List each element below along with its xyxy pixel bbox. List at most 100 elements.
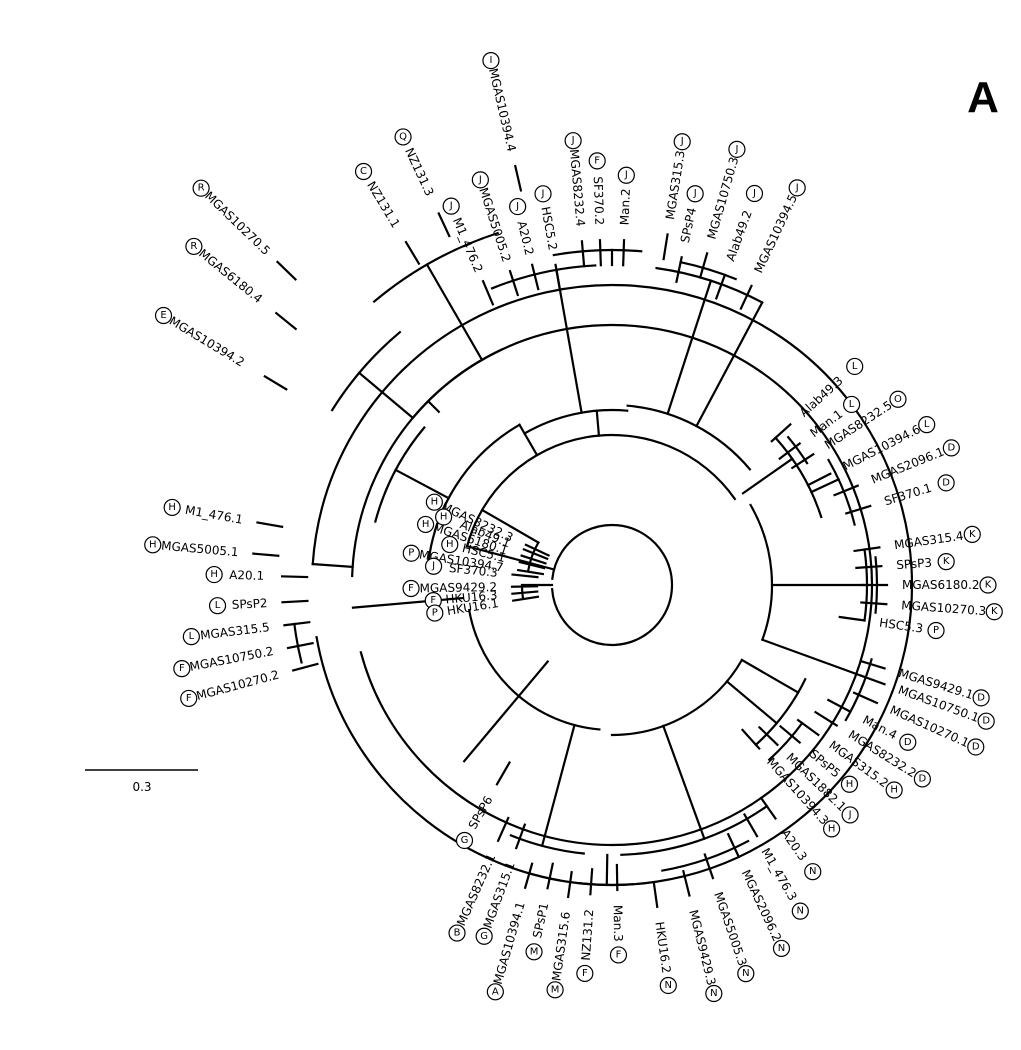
- leaf-label: NZ131.1: [364, 179, 403, 230]
- leaf-label: MGAS5005.3: [711, 890, 749, 968]
- leaf-label: HKU16.2: [652, 921, 673, 975]
- group-letter: F: [186, 693, 192, 704]
- leaf-branch: [404, 240, 421, 266]
- group-letter: G: [480, 931, 488, 942]
- group-marker: [942, 439, 960, 457]
- group-letter: D: [977, 692, 985, 703]
- leaf-label: A20.3: [778, 827, 810, 864]
- group-marker: [673, 133, 691, 151]
- leaf-branch: [598, 239, 602, 267]
- internal-arc-17: [679, 260, 738, 281]
- leaf-label: MGAS10270.3: [901, 598, 987, 618]
- group-letter: K: [943, 556, 950, 567]
- leaf-branch: [508, 269, 520, 297]
- group-letter: F: [408, 583, 414, 594]
- group-marker: [471, 171, 489, 189]
- leaf: MGAS315.6M: [546, 870, 573, 999]
- leaf-branch: [859, 674, 886, 686]
- leaf: MGAS5005.2J: [471, 171, 520, 297]
- leaf-branch: [495, 761, 512, 786]
- group-marker: [163, 498, 181, 517]
- leaf-label: SF370.2: [591, 176, 607, 225]
- group-letter: G: [461, 835, 469, 846]
- group-marker: [534, 185, 552, 203]
- group-letter: N: [778, 943, 785, 954]
- internal-arc-15: [552, 248, 643, 257]
- leaf-branch: [274, 311, 298, 331]
- leaf-branch: [523, 862, 534, 890]
- leaf-branch: [283, 620, 311, 627]
- leaf-label: SPsP4: [678, 206, 699, 244]
- group-letter: R: [198, 183, 205, 194]
- internal-branch-11: [666, 279, 713, 416]
- internal-branch-15: [760, 638, 868, 679]
- leaf-branch: [522, 547, 549, 561]
- internal-arc-10: [330, 330, 402, 412]
- internal-branch-24: [480, 508, 540, 545]
- leaf-branch: [778, 724, 802, 745]
- group-marker: [180, 689, 198, 708]
- group-letter: L: [849, 399, 855, 410]
- internal-branch-2: [695, 300, 764, 428]
- group-letter: P: [933, 625, 939, 636]
- leaf: MGAS8232.4J: [564, 132, 588, 268]
- group-marker: [144, 536, 162, 554]
- group-letter: K: [985, 580, 992, 591]
- leaf-branch: [675, 256, 683, 284]
- leaf-label: SF370.3: [448, 561, 498, 580]
- group-marker: [963, 525, 981, 543]
- leaf-label: Man.2: [618, 188, 633, 225]
- internal-arc-29: [509, 833, 585, 855]
- leaf-label: MGAS6180.2: [902, 578, 979, 592]
- internal-branch-0: [517, 423, 539, 457]
- leaf-branch: [853, 546, 881, 553]
- internal-branch-4: [426, 399, 441, 414]
- group-letter: D: [972, 741, 980, 752]
- leaf-branch: [520, 554, 547, 565]
- group-marker: [985, 603, 1003, 621]
- leaf-label: HSC5.3: [878, 616, 924, 636]
- internal-arc-1: [749, 503, 774, 642]
- leaf-branch: [855, 564, 883, 570]
- group-letter: J: [571, 135, 575, 146]
- leaf: MGAS10394.2E: [154, 306, 288, 391]
- leaf-branch: [757, 725, 780, 747]
- group-marker: [737, 965, 755, 983]
- internal-branch-5: [425, 263, 484, 362]
- leaf-label: HSC5.2: [538, 206, 559, 252]
- group-letter: E: [160, 310, 166, 321]
- leaf: Man.2J: [618, 166, 635, 267]
- group-letter: F: [430, 595, 436, 606]
- leaf-branch: [275, 260, 298, 281]
- group-marker: [475, 927, 493, 945]
- leaf: SF370.3J: [424, 557, 539, 580]
- internal-branch-18: [661, 724, 706, 841]
- group-letter: J: [752, 188, 756, 199]
- group-letter: D: [942, 477, 950, 488]
- internal-branch-22: [465, 544, 556, 571]
- leaf-branch: [759, 796, 778, 820]
- group-letter: N: [665, 980, 672, 991]
- leaf: MGAS9429.3N: [682, 869, 723, 1003]
- group-letter: H: [890, 785, 898, 796]
- internal-branch-13: [809, 477, 841, 494]
- leaf-branch: [833, 484, 860, 497]
- group-marker: [937, 474, 955, 492]
- leaf: SF370.2F: [588, 152, 607, 267]
- internal-arc-0: [465, 433, 737, 548]
- leaf-branch: [714, 273, 727, 300]
- group-letter: J: [693, 188, 697, 199]
- group-marker: [705, 984, 723, 1003]
- leaf-branch: [511, 573, 539, 579]
- leaf-branch: [790, 452, 815, 470]
- leaf-labels: MGAS10270.5RMGAS6180.4RMGAS10394.2ENZ131…: [144, 51, 1003, 1003]
- group-marker: [728, 140, 746, 158]
- group-letter: F: [582, 968, 588, 979]
- group-marker: [546, 981, 564, 999]
- group-marker: [918, 416, 936, 434]
- leaf-label: A20.1: [229, 568, 264, 583]
- leaf: MGAS5005.1H: [144, 536, 280, 559]
- group-marker: [394, 128, 412, 146]
